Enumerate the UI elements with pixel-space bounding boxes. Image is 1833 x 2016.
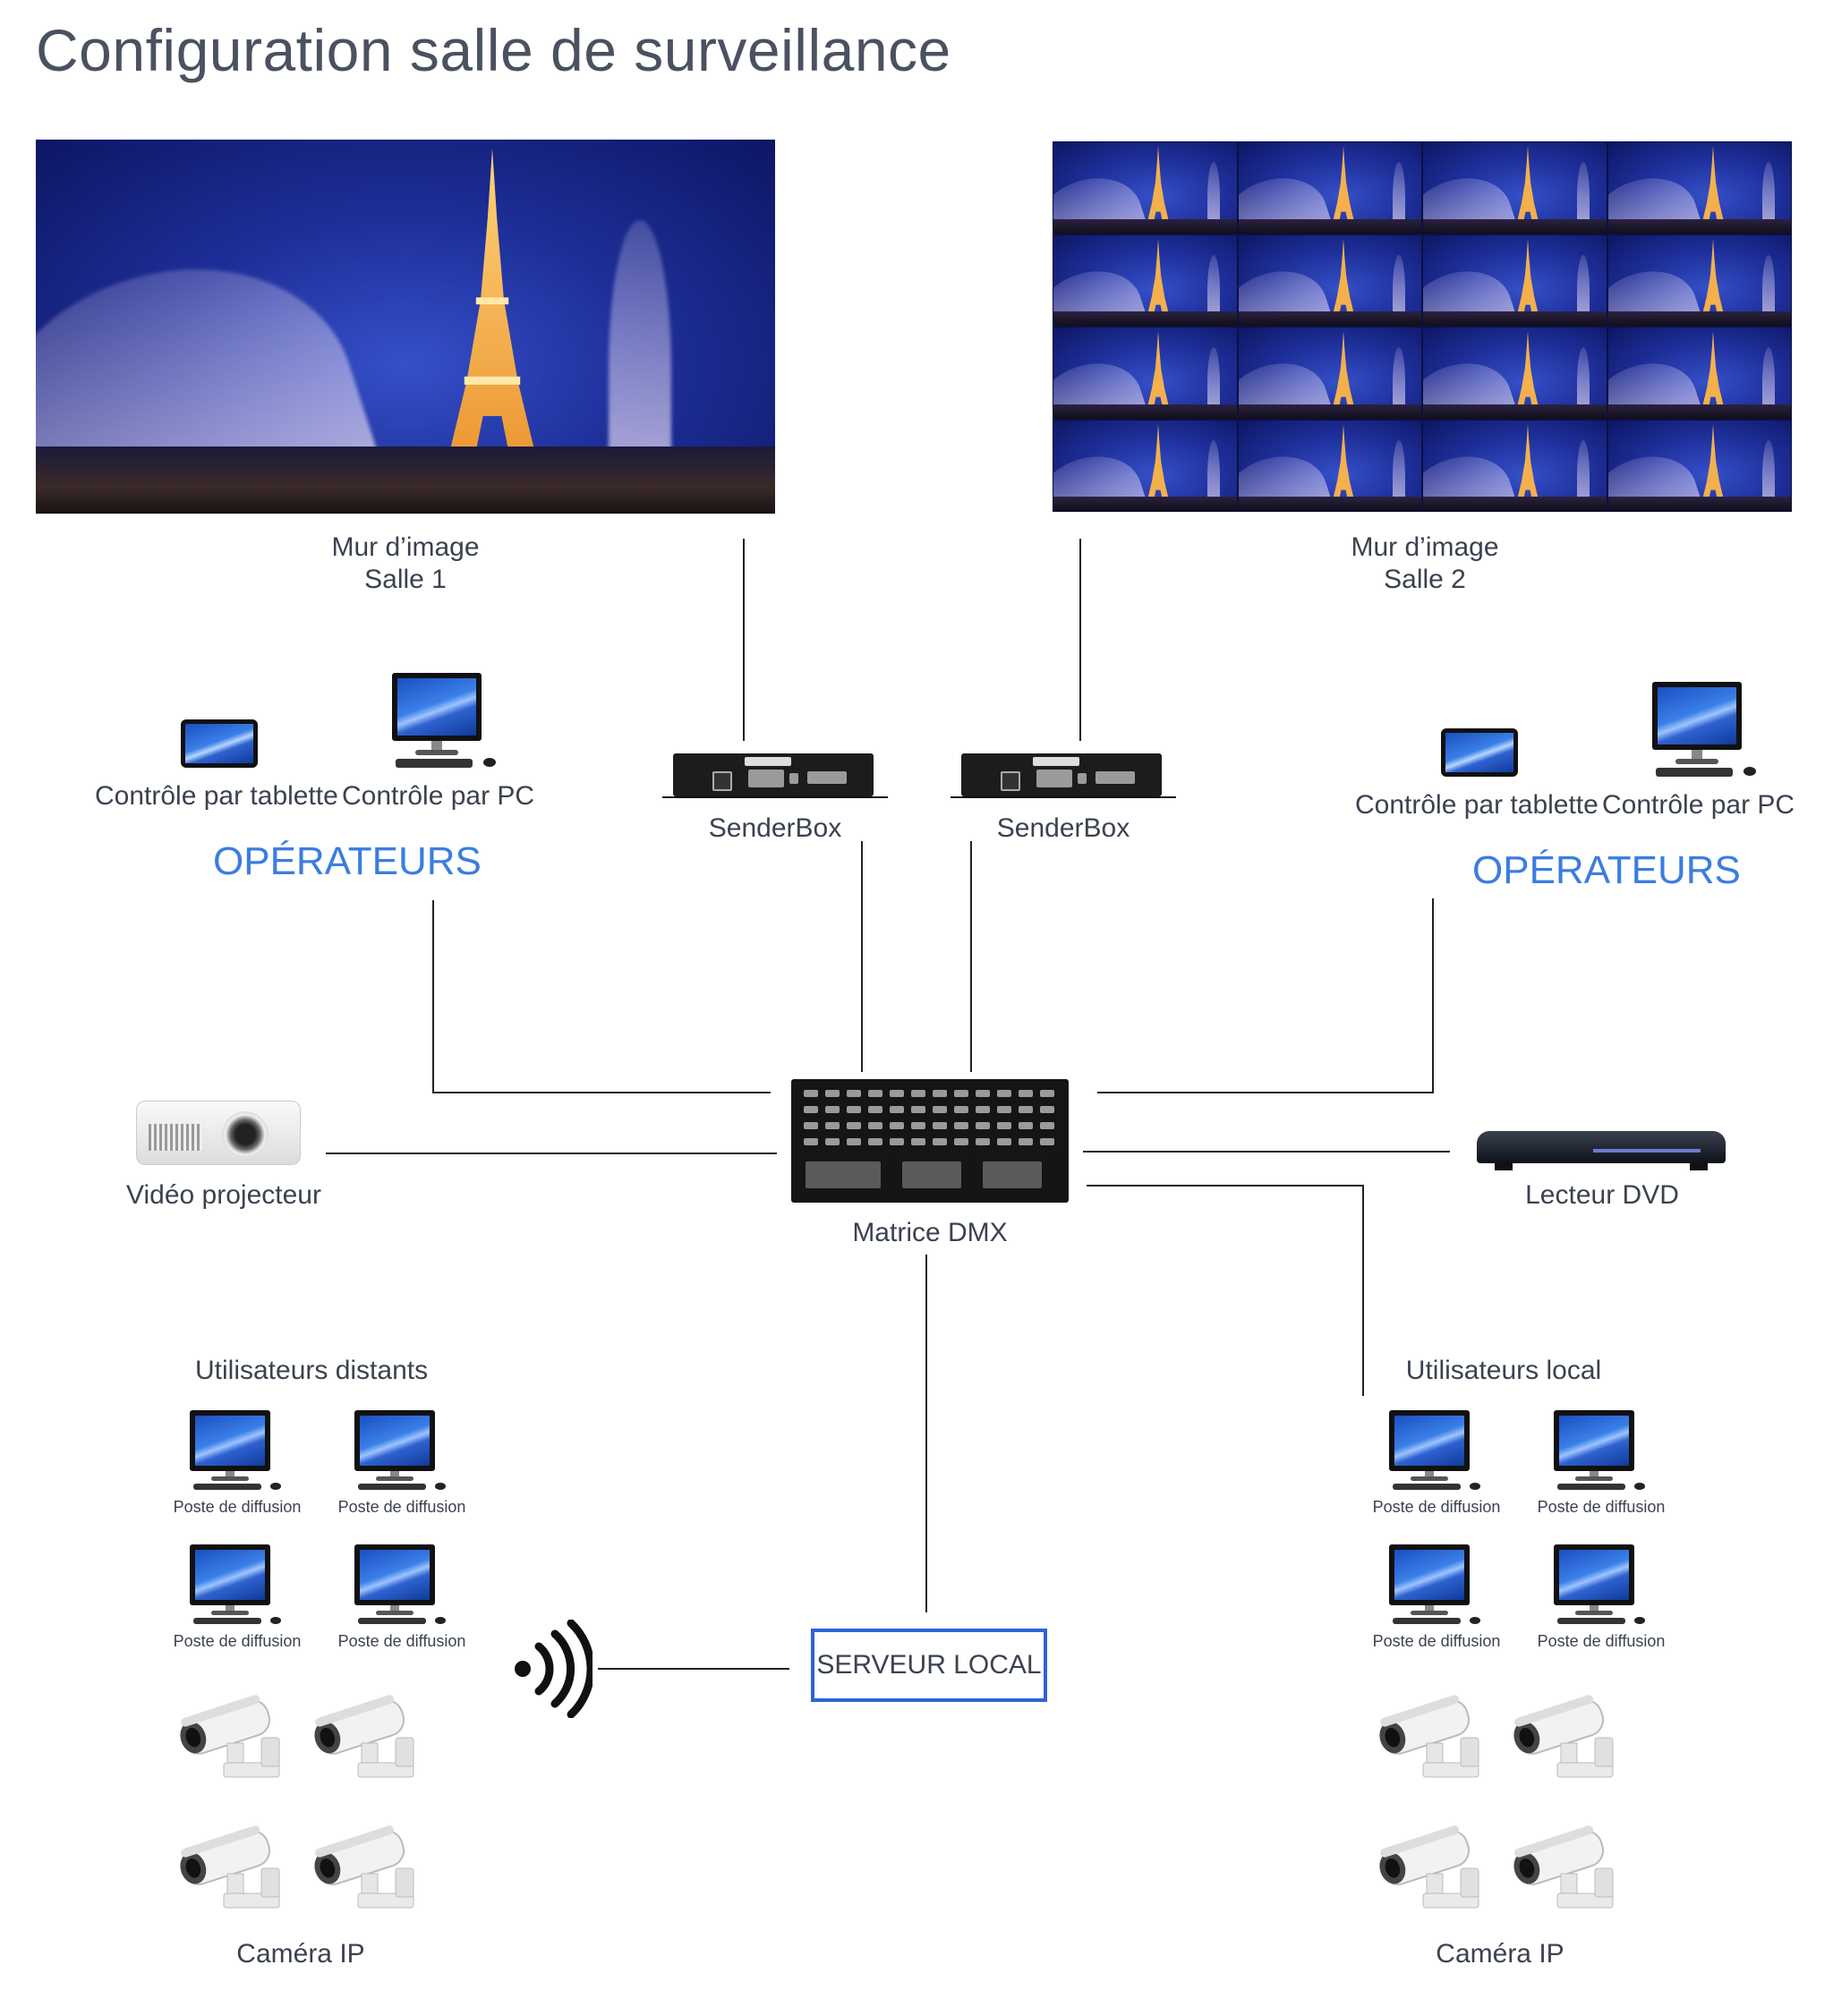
video-wall-2-mosaic [1053,141,1792,512]
video-wall-2-tile [1422,141,1607,234]
video-wall-2-tile [1237,327,1422,420]
wifi-icon [515,1620,593,1718]
pc-monitor-icon [1382,1544,1489,1625]
local-users-heading: Utilisateurs local [1405,1356,1602,1385]
video-wall-1-image [36,140,775,514]
ip-camera-icon [1505,1822,1622,1911]
matrix-label: Matrice DMX [852,1218,1008,1247]
left-operators-heading: OPÉRATEURS [213,839,482,883]
video-wall-2-tile [1422,419,1607,512]
video-wall-2-tile [1237,141,1422,234]
station-label: Poste de diffusion [173,1498,302,1516]
projector-icon [136,1088,301,1167]
video-wall-2-tile [1237,234,1422,327]
pc-monitor-icon [347,1544,455,1625]
video-wall-2-tile [1607,141,1792,234]
page-title: Configuration salle de surveillance [36,17,951,83]
station-label: Poste de diffusion [1537,1632,1666,1650]
ip-camera-icon [306,1691,422,1781]
video-wall-2-tile [1607,419,1792,512]
pc-monitor-icon [1649,682,1765,780]
station-label: Poste de diffusion [1537,1498,1666,1516]
tablet-icon [181,719,258,768]
local-camera-label: Caméra IP [1436,1939,1564,1969]
video-wall-2-tile [1053,419,1238,512]
local-server-label: SERVEUR LOCAL [816,1650,1042,1680]
ip-camera-icon [1371,1822,1488,1911]
pc-monitor-icon [1547,1544,1654,1625]
right-operators-heading: OPÉRATEURS [1472,848,1741,892]
station-label: Poste de diffusion [337,1632,466,1650]
senderbox-right-device [961,753,1162,796]
station-label: Poste de diffusion [1372,1498,1501,1516]
video-wall-2-tile [1422,327,1607,420]
ip-camera-icon [172,1822,288,1911]
pc-monitor-icon [347,1410,455,1491]
local-server-box: SERVEUR LOCAL [811,1629,1047,1702]
tablet-icon [1441,728,1518,777]
station-label: Poste de diffusion [173,1632,302,1650]
senderbox-right-label: SenderBox [996,813,1130,843]
senderbox-left-device [673,753,874,796]
video-wall-2-tile [1607,327,1792,420]
video-wall-2-tile [1053,327,1238,420]
remote-camera-label: Caméra IP [236,1939,365,1969]
ip-camera-icon [1371,1691,1488,1781]
wall-2-label-line1: Mur d’image [1351,532,1499,562]
pc-monitor-icon [1547,1410,1654,1491]
pc-monitor-icon [183,1410,290,1491]
wall-1-label-line1: Mur d’image [331,532,480,562]
left-tablet-label: Contrôle par tablette [95,781,338,811]
station-label: Poste de diffusion [1372,1632,1501,1650]
right-tablet-label: Contrôle par tablette [1355,790,1599,820]
video-wall-2-tile [1607,234,1792,327]
right-pc-label: Contrôle par PC [1602,790,1795,820]
ip-camera-icon [1505,1691,1622,1781]
pc-monitor-icon [183,1544,290,1625]
dvd-player-icon [1477,1131,1726,1174]
video-wall-2-tile [1237,419,1422,512]
remote-users-heading: Utilisateurs distants [195,1356,429,1385]
left-pc-label: Contrôle par PC [342,781,535,811]
pc-monitor-icon [1382,1410,1489,1491]
wall-2-label-line2: Salle 2 [1384,565,1466,594]
ip-camera-icon [172,1691,288,1781]
station-label: Poste de diffusion [337,1498,466,1516]
projector-label: Vidéo projecteur [126,1180,321,1210]
video-wall-2-tile [1053,141,1238,234]
senderbox-left-label: SenderBox [708,813,842,843]
pc-monitor-icon [388,673,505,771]
ip-camera-icon [306,1822,422,1911]
dvd-label: Lecteur DVD [1525,1180,1679,1210]
video-wall-2-tile [1053,234,1238,327]
matrix-dmx-device [791,1079,1069,1203]
video-wall-2-tile [1422,234,1607,327]
wall-1-label-line2: Salle 1 [364,565,447,594]
